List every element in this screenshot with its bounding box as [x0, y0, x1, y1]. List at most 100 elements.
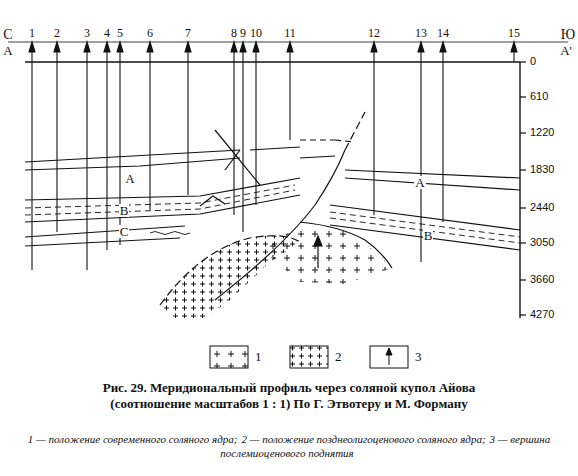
depth-tick — [520, 207, 526, 208]
geology — [8, 42, 568, 318]
uplift-arrowhead — [314, 236, 322, 246]
horizon-a-right — [345, 170, 520, 190]
depth-tick — [520, 61, 526, 62]
depth-value: 1220 — [530, 127, 554, 138]
well-head — [147, 42, 153, 52]
band-b-bottom — [25, 195, 300, 222]
figure-caption: Рис. 29. Меридиональный профиль через со… — [89, 380, 489, 413]
b-kink — [200, 196, 225, 206]
well-head — [117, 42, 123, 52]
depth-ticks — [520, 62, 526, 315]
well-line — [86, 52, 87, 270]
well-head — [440, 42, 446, 52]
band-b-right-dashes — [330, 212, 520, 243]
well-line — [56, 52, 57, 232]
depth-value: 3050 — [530, 237, 554, 248]
wells — [29, 42, 517, 270]
legend-number: 2 — [335, 350, 342, 363]
well-head — [371, 42, 377, 52]
well-number: 2 — [54, 27, 60, 39]
well-number: 14 — [437, 27, 449, 39]
present-core-outline — [300, 222, 392, 268]
well-line — [149, 52, 150, 210]
depth-tick — [520, 132, 526, 133]
depth-tick — [520, 314, 526, 315]
depth-tick — [520, 96, 526, 97]
swatch-arrowhead — [386, 348, 392, 355]
swatch-uplift — [370, 346, 408, 368]
well-head — [287, 42, 293, 52]
fault-small — [215, 130, 260, 185]
well-number: 5 — [117, 27, 123, 39]
legend-entry: 1 — положение современного соляного ядра… — [28, 433, 238, 445]
horizon-a-upper — [25, 147, 335, 162]
horizon-label: B — [423, 229, 434, 242]
well-line — [289, 52, 290, 140]
present-salt-core — [262, 224, 392, 284]
surface-line — [25, 61, 520, 62]
well-head — [104, 42, 110, 52]
well-number: 12 — [368, 27, 380, 39]
horizon-a-dashed — [300, 140, 355, 142]
depth-value: 610 — [530, 91, 548, 102]
well-number: 10 — [250, 27, 262, 39]
well-number: 13 — [415, 27, 427, 39]
depth-tick — [520, 169, 526, 170]
horizon-label: A — [124, 172, 135, 185]
swatch-oligocene-core — [290, 346, 328, 368]
horizon-c-lower — [25, 238, 180, 246]
profile-end: А' — [559, 44, 573, 57]
well-number: 4 — [104, 27, 110, 39]
depth-value: 1830 — [530, 164, 554, 175]
horizon-label: C — [119, 225, 130, 238]
fault-dashed — [345, 112, 365, 150]
well-line — [31, 52, 32, 270]
well-number: 11 — [284, 27, 296, 39]
well-number: 7 — [185, 27, 191, 39]
horizon-label: B — [119, 204, 130, 217]
well-head — [54, 42, 60, 52]
well-head — [231, 42, 237, 52]
legend-number: 3 — [415, 350, 422, 363]
section-line — [8, 42, 568, 43]
band-b-dashes — [25, 185, 295, 215]
well-line — [242, 52, 243, 232]
well-head — [29, 42, 35, 52]
well-head — [185, 42, 191, 52]
well-line — [373, 52, 374, 215]
well-head — [240, 42, 246, 52]
well-line — [255, 52, 256, 205]
depth-value: 2440 — [530, 202, 554, 213]
horizon-c-wavy — [150, 232, 190, 235]
well-number: 6 — [147, 27, 153, 39]
depth-value: 4270 — [530, 309, 554, 320]
depth-tick — [520, 279, 526, 280]
well-number: 1 — [29, 27, 35, 39]
horizon-c — [25, 226, 185, 237]
direction-letter: Ю — [561, 28, 575, 42]
direction-letter: С — [3, 28, 12, 42]
depth-value: 3660 — [530, 274, 554, 285]
well-line — [233, 52, 234, 215]
depth-value: 0 — [530, 56, 536, 67]
well-number: 15 — [508, 27, 520, 39]
legend-number: 1 — [255, 350, 262, 363]
well-number: 8 — [231, 27, 237, 39]
profile-end: А — [2, 44, 13, 57]
depth-tick — [520, 242, 526, 243]
band-b-right — [330, 205, 520, 250]
well-line — [513, 52, 514, 62]
well-number: 9 — [240, 27, 246, 39]
band-b-top — [25, 178, 300, 200]
horizon-label: A — [414, 176, 425, 189]
legend: 1 — положение современного соляного ядра… — [24, 432, 554, 461]
well-head — [511, 42, 517, 52]
swatch-present-core — [210, 346, 248, 368]
well-line — [187, 52, 188, 195]
legend-swatches — [210, 346, 408, 368]
well-line — [420, 52, 421, 262]
well-head — [84, 42, 90, 52]
legend-entry: 2 — положение позднеолигоценового соляно… — [241, 433, 485, 445]
well-line — [106, 52, 107, 250]
well-line — [442, 52, 443, 222]
